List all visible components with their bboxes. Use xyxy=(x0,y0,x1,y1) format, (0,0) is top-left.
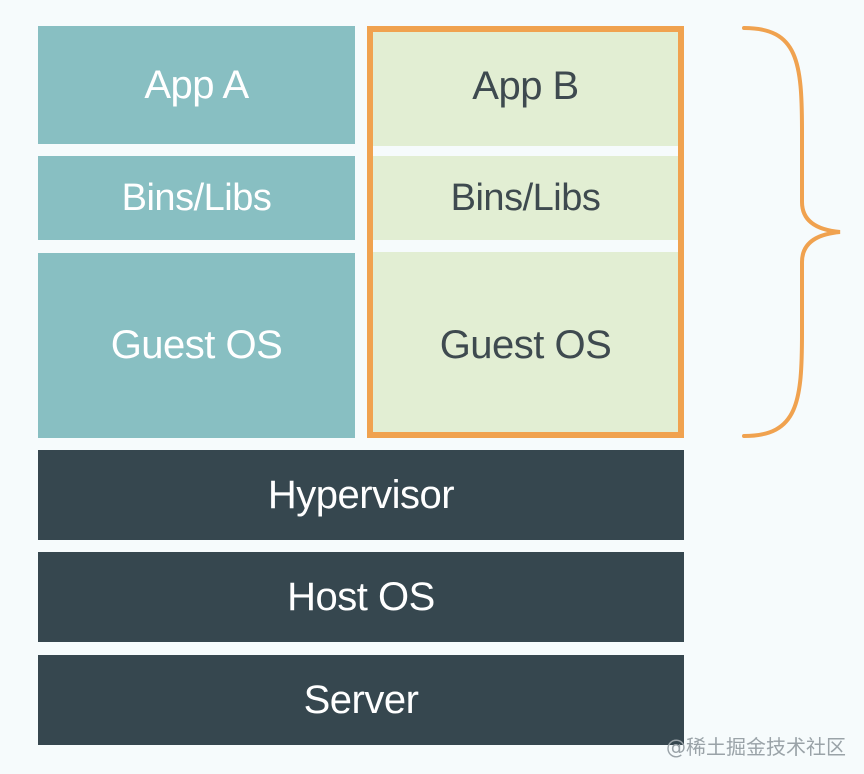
vm-a-app-label: App A xyxy=(144,62,249,107)
vm-a-app-block: App A xyxy=(38,26,355,144)
hypervisor-label: Hypervisor xyxy=(267,472,455,517)
server-label: Server xyxy=(303,677,419,722)
watermark: @稀土掘金技术社区 xyxy=(666,735,846,759)
host-os-label: Host OS xyxy=(287,574,435,619)
vm-b-divider xyxy=(373,146,678,156)
vm-a-guest-os-block: Guest OS xyxy=(38,253,355,438)
vm-b-app-label: App B xyxy=(472,63,579,108)
vm-a-bins-block: Bins/Libs xyxy=(38,156,355,240)
vm-b-guest-os-block: Guest OS xyxy=(367,252,684,438)
vm-a-bins-label: Bins/Libs xyxy=(121,176,272,219)
vm-b-divider xyxy=(373,240,678,252)
server-block: Server xyxy=(38,655,684,745)
vm-b-bins-label: Bins/Libs xyxy=(450,176,601,219)
host-os-block: Host OS xyxy=(38,552,684,642)
curly-brace-icon xyxy=(742,26,841,438)
vm-b-guest-os-label: Guest OS xyxy=(439,322,612,367)
vm-b-bins-block: Bins/Libs xyxy=(367,156,684,240)
hypervisor-block: Hypervisor xyxy=(38,450,684,540)
vm-a-guest-os-label: Guest OS xyxy=(110,323,283,367)
vm-b-app-block: App B xyxy=(367,26,684,146)
